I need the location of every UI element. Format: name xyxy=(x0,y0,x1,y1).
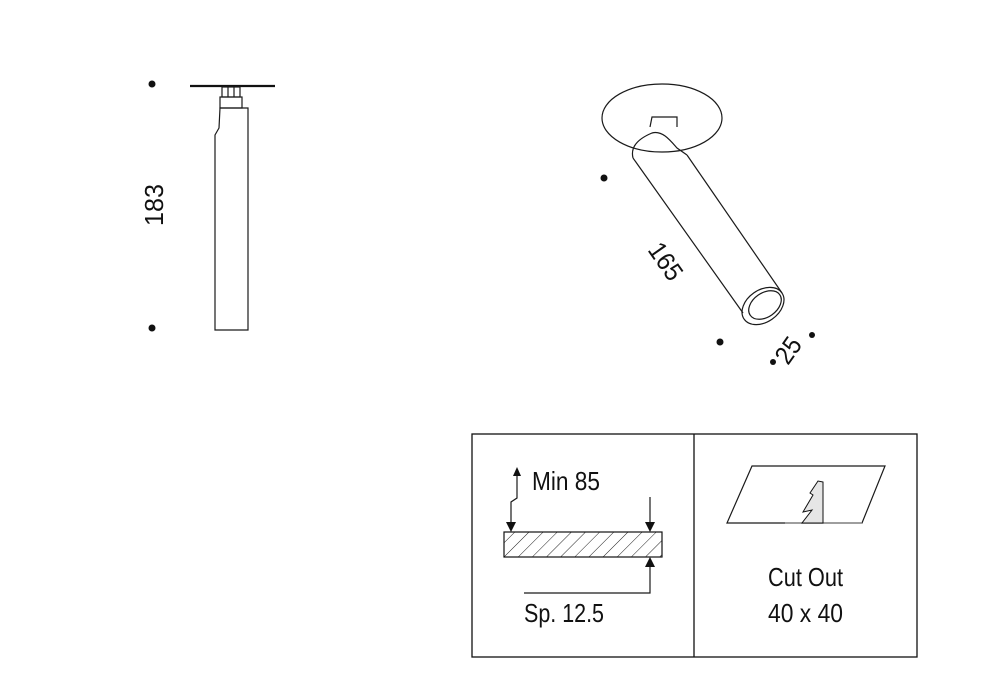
installation-box: Min 85 Sp. 12.5 Cut Out 40 x 40 xyxy=(471,433,918,658)
perspective-view: 165 25 xyxy=(600,83,815,369)
arrow-down-icon xyxy=(506,522,516,532)
cutout-title: Cut Out xyxy=(768,562,844,592)
tube-edge-left xyxy=(632,157,744,314)
dimension-dot-top xyxy=(148,80,156,88)
arrow-down-icon xyxy=(645,522,655,532)
saw-icon xyxy=(800,480,824,524)
tube-end-outer xyxy=(741,286,785,326)
ceiling-plane xyxy=(726,465,886,524)
cap xyxy=(219,96,243,109)
connector xyxy=(221,86,241,98)
dimension-dot xyxy=(600,174,608,182)
cutout-diagram: Cut Out 40 x 40 xyxy=(726,465,886,628)
spotlight-tube xyxy=(214,107,249,331)
side-view: 183 xyxy=(139,80,275,332)
arrow-up-icon xyxy=(645,557,655,567)
thickness-label: Sp. 12.5 xyxy=(524,598,604,628)
hatched-ceiling-section xyxy=(503,531,663,558)
arrow-up-icon xyxy=(513,467,521,476)
tube-edge-right xyxy=(686,154,783,294)
dimension-dot xyxy=(716,338,724,346)
tube-end-inner xyxy=(748,290,782,320)
ceiling-thickness-diagram: Min 85 Sp. 12.5 xyxy=(503,466,663,628)
dimension-dot-bottom xyxy=(148,324,156,332)
dimension-dot xyxy=(770,359,776,365)
joint xyxy=(631,131,688,159)
min-depth-label: Min 85 xyxy=(532,466,600,496)
dimension-dot xyxy=(809,332,815,338)
stem xyxy=(649,116,678,128)
length-label: 165 xyxy=(642,236,690,286)
cutout-size: 40 x 40 xyxy=(768,598,843,628)
height-label: 183 xyxy=(139,184,169,226)
ceiling-disc xyxy=(601,83,723,153)
